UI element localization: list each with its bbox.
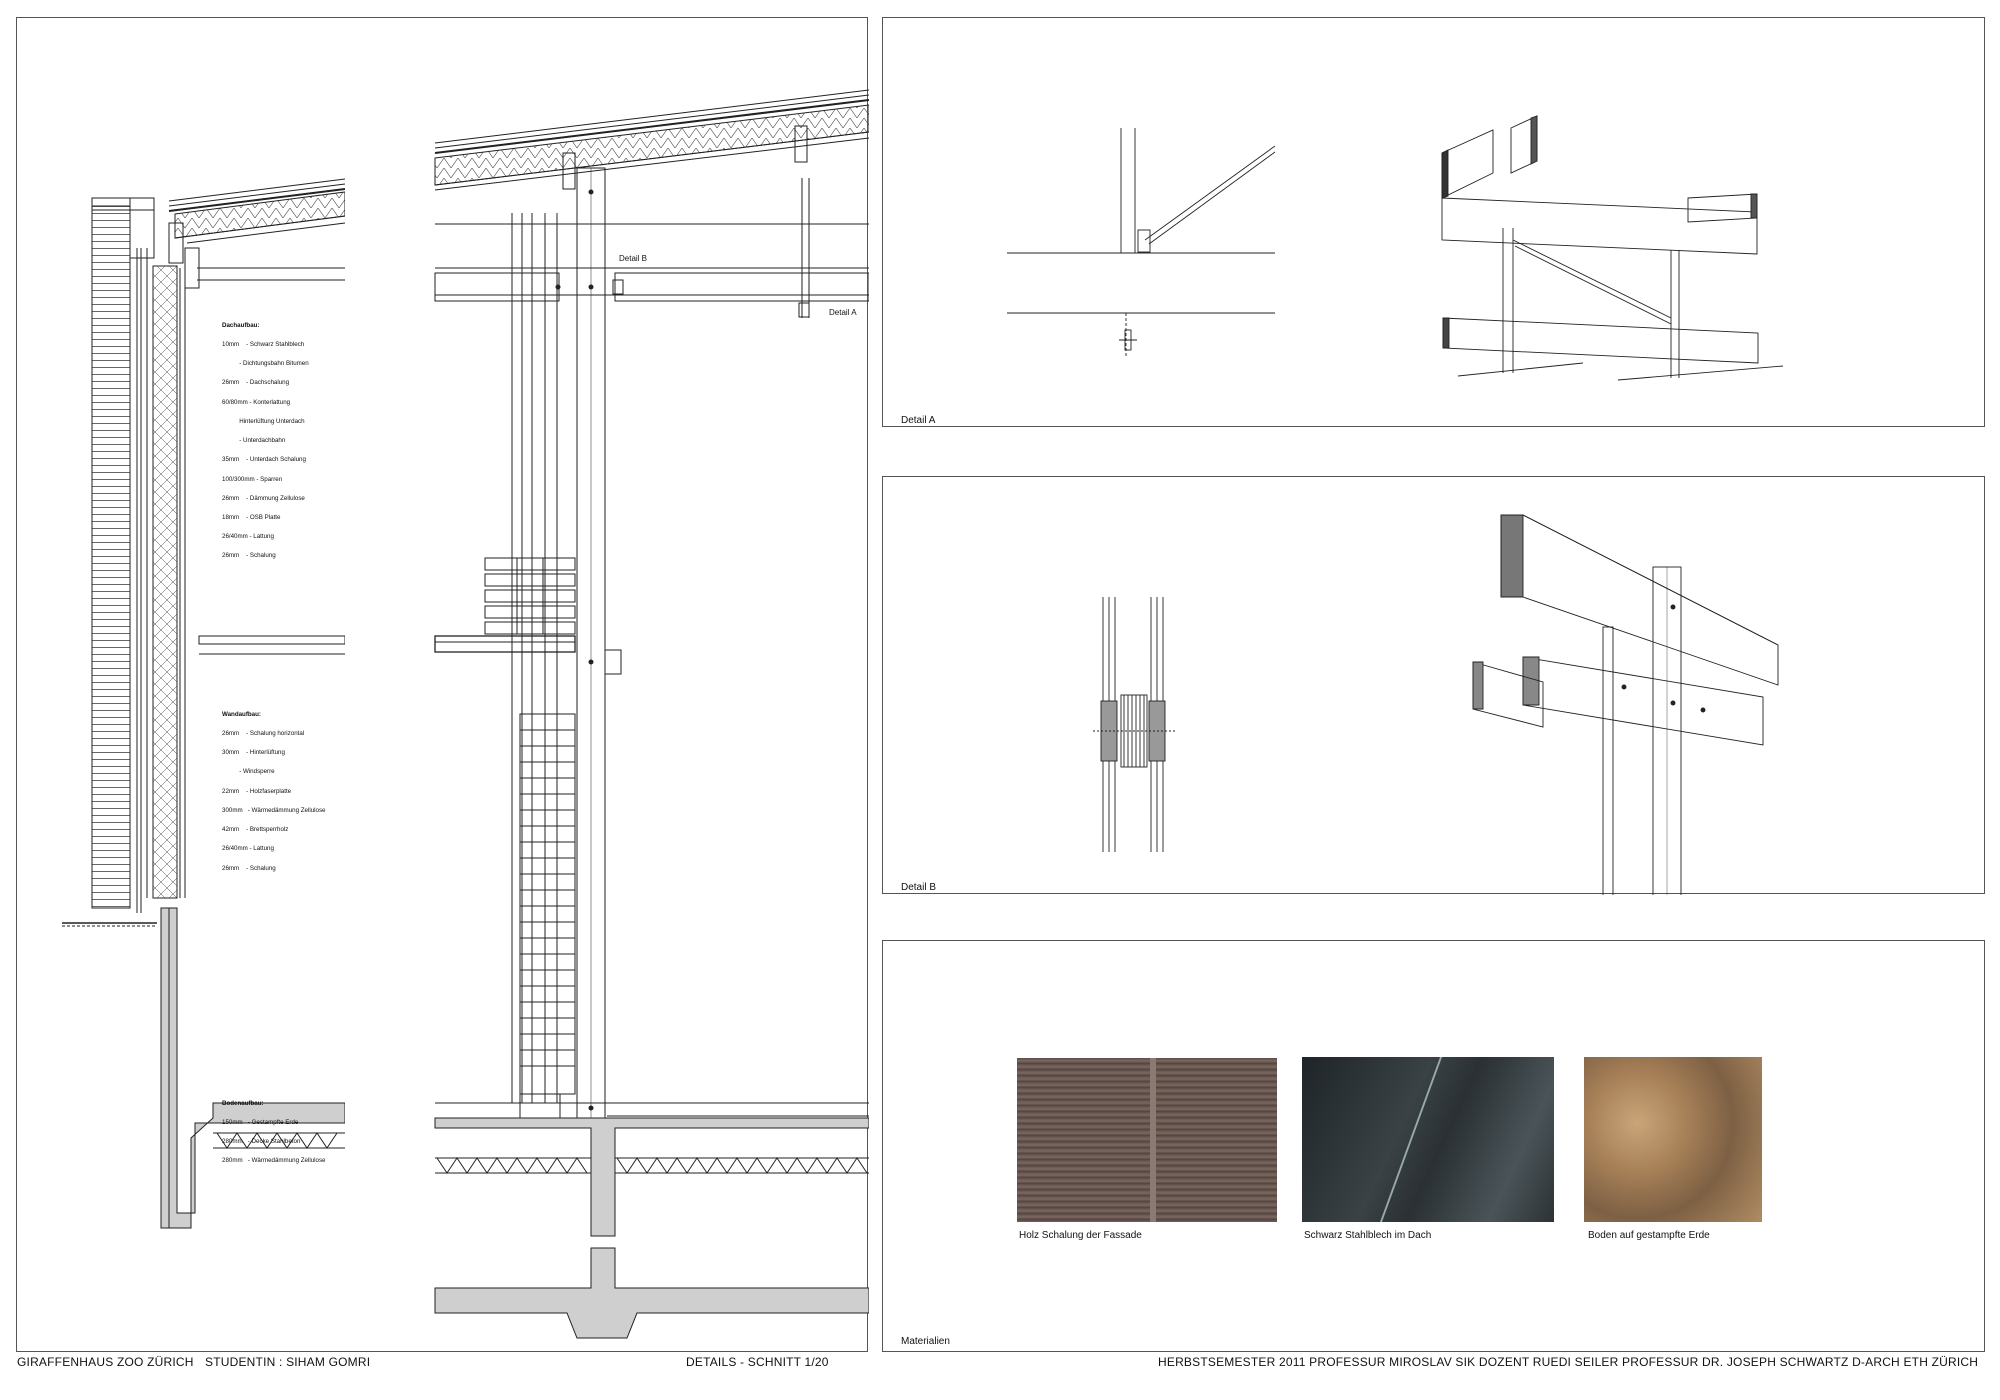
footer-sheet: DETAILS - SCHNITT 1/20 xyxy=(686,1355,829,1369)
section-drawing xyxy=(62,89,869,1339)
wood-caption: Holz Schalung der Fassade xyxy=(1019,1230,1142,1241)
section-drawing-frame: Detail B Detail A Dachaufbau: 10mm - Sch… xyxy=(16,17,869,1352)
spec-line: 18mm - OSB Platte xyxy=(222,514,281,521)
wall-spec-title: Wandaufbau: xyxy=(222,710,261,718)
steel-roof-swatch xyxy=(1302,1057,1554,1222)
spec-line: 280mm - Decke Stahlbeton xyxy=(222,1138,301,1146)
floor-spec-title: Bodenaufbau: xyxy=(222,1099,264,1107)
spec-line: 10mm - Schwarz Stahlblech xyxy=(222,341,305,349)
detail-a-label: Detail A xyxy=(901,415,936,426)
materials-label: Materialien xyxy=(901,1336,950,1347)
detail-a-marker: Detail A xyxy=(829,308,857,317)
spec-line: 35mm - Unterdach Schalung xyxy=(222,456,306,464)
detail-a-drawing xyxy=(1007,115,1784,381)
roof-spec-title: Dachaufbau: xyxy=(222,321,260,329)
spec-line: 150mm - Gestampfte Erde xyxy=(222,1119,299,1127)
wall-spec: Wandaufbau: 26mm - Schalung horizontal 3… xyxy=(222,699,326,885)
wall-insulation xyxy=(152,265,178,899)
detail-b-label: Detail B xyxy=(901,882,937,893)
earth-floor-swatch xyxy=(1584,1057,1762,1222)
spec-line: 280mm - Wärmedämmung Zellulose xyxy=(222,1157,326,1165)
floor-slab-right xyxy=(434,1117,869,1237)
spec-line: 26mm - Schalung xyxy=(222,864,276,872)
footer-student: STUDENTIN : SIHAM GOMRI xyxy=(205,1355,371,1369)
facade-siding xyxy=(91,205,131,909)
spec-line: 26mm - Schalung xyxy=(222,552,276,560)
spec-line: 26/40mm - Lattung xyxy=(222,533,274,541)
foundation-left xyxy=(160,907,346,1229)
spec-line: Hinterlüftung Unterdach xyxy=(222,417,305,425)
footer-credits: HERBSTSEMESTER 2011 PROFESSUR MIROSLAV S… xyxy=(1158,1355,1979,1369)
detail-b-drawing xyxy=(1093,514,1779,895)
spec-line: 60/80mm - Konterlattung xyxy=(222,398,291,406)
roof-right xyxy=(434,89,869,191)
materials-frame: Holz Schalung der Fassade Schwarz Stahlb… xyxy=(882,940,1985,1352)
spec-line: 22mm - Holzfaserplatte xyxy=(222,787,292,795)
stacked-blocks-upper xyxy=(484,557,576,635)
spec-line: 30mm - Hinterlüftung xyxy=(222,749,285,757)
detail-b-marker: Detail B xyxy=(619,254,648,263)
wood-joint xyxy=(1150,1058,1156,1222)
spec-line: 26/40mm - Lattung xyxy=(222,845,274,853)
stacked-blocks-lower xyxy=(519,713,576,1119)
spec-line: 100/300mm - Sparren xyxy=(222,475,283,483)
steel-seam xyxy=(1379,1057,1443,1222)
spec-line: 26mm - Dämmung Zellulose xyxy=(222,494,305,502)
roof-left xyxy=(168,178,346,281)
wood-facade-swatch xyxy=(1017,1058,1277,1222)
roof-spec: Dachaufbau: 10mm - Schwarz Stahlblech - … xyxy=(222,310,309,573)
spec-line: 300mm - Wärmedämmung Zellulose xyxy=(222,806,326,814)
spec-line: 42mm - Brettsperrholz xyxy=(222,826,289,834)
steel-caption: Schwarz Stahlblech im Dach xyxy=(1304,1230,1432,1241)
spec-line: - Dichtungsbahn Bitumen xyxy=(222,360,309,368)
section-gap xyxy=(345,18,433,1351)
spec-line: - Unterdachbahn xyxy=(222,437,286,445)
spec-line: - Windsperre xyxy=(222,768,275,776)
detail-b-frame: Detail B xyxy=(882,476,1985,895)
footing xyxy=(434,1247,869,1339)
spec-line: 26mm - Schalung horizontal xyxy=(222,730,305,738)
floor-spec: Bodenaufbau: 150mm - Gestampfte Erde 280… xyxy=(222,1088,326,1178)
spec-line: 26mm - Dachschalung xyxy=(222,379,290,387)
detail-a-frame: Detail A xyxy=(882,17,1985,427)
footer-project: GIRAFFENHAUS ZOO ZÜRICH xyxy=(17,1355,194,1369)
earth-caption: Boden auf gestampfte Erde xyxy=(1588,1230,1710,1241)
